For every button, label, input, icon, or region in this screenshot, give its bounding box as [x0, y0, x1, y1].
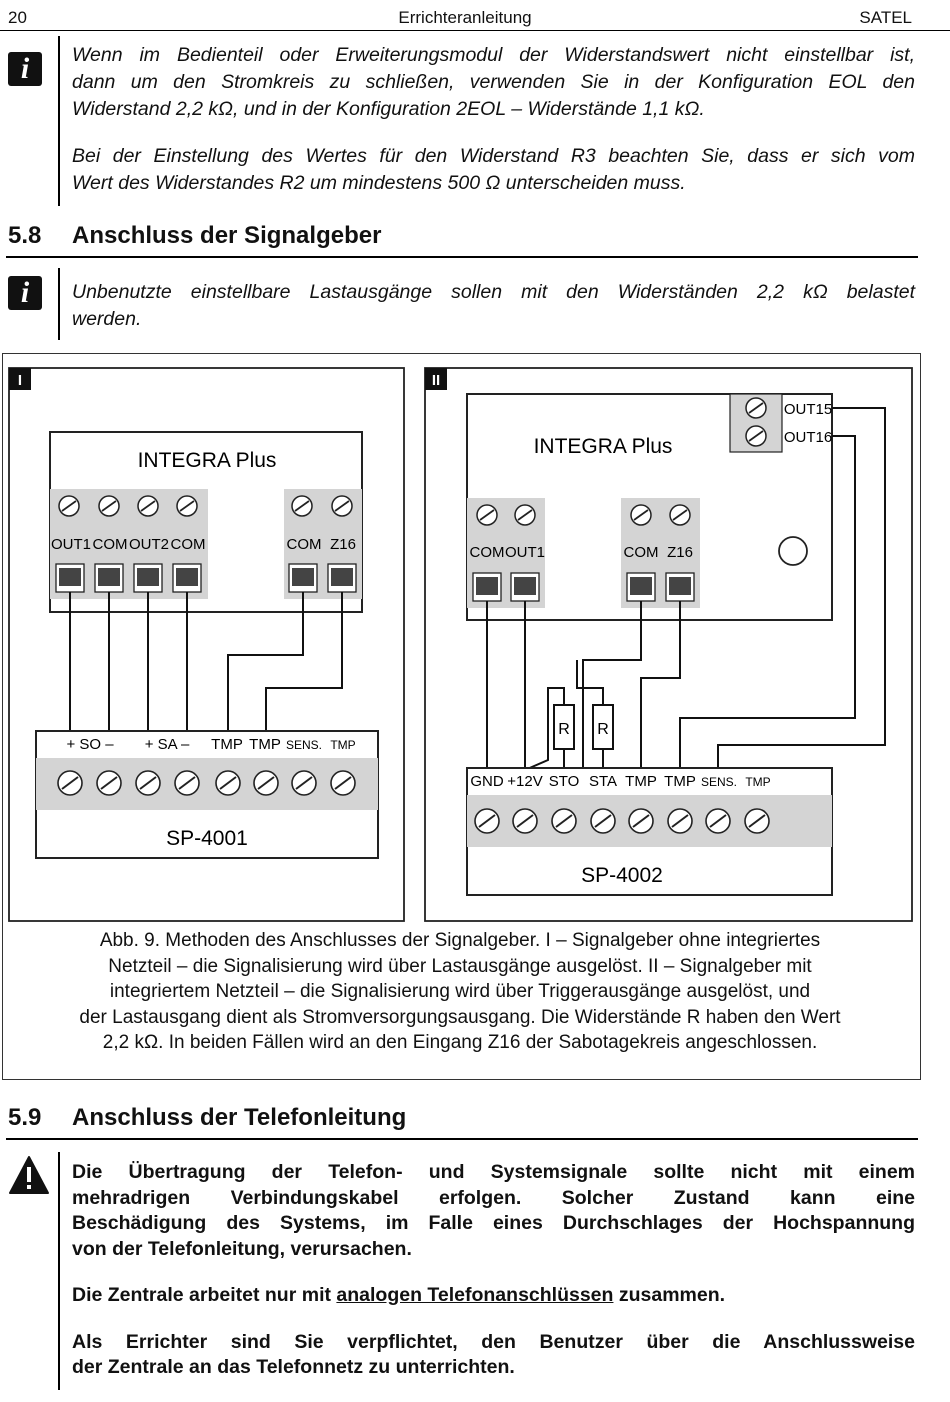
info-icon: i	[8, 52, 42, 86]
note-bar	[58, 36, 60, 206]
terminal-label: Z16	[330, 536, 356, 553]
board-title: INTEGRA Plus	[534, 435, 673, 458]
terminal-label: TMP	[664, 773, 696, 790]
note-line: Wert des Widerstandes R2 um mindestens 5…	[72, 172, 686, 194]
terminal-label: TMP	[330, 738, 355, 752]
info-icon: i	[8, 276, 42, 310]
page-header: 20 Errichteranleitung SATEL	[0, 4, 950, 31]
note-line: dann um den Stromkreis zu schließen, ver…	[72, 71, 915, 93]
brand-name: SATEL	[859, 8, 912, 27]
terminal-label: SENS.	[286, 738, 322, 752]
terminal-label: TMP	[745, 775, 770, 789]
figure-caption: Abb. 9. Methoden des Anschlusses der Sig…	[79, 930, 841, 1053]
terminal-label: +12V	[507, 773, 542, 790]
terminal-label: COM	[287, 536, 322, 553]
terminal-label: OUT2	[129, 536, 169, 553]
terminal-label: + SA –	[145, 736, 190, 753]
note-text: Wenn im Bedienteil oder Erweiterungsmodu…	[72, 42, 915, 197]
note-line: Bei der Einstellung des Wertes für den W…	[72, 145, 915, 167]
section-heading-5-9: 5.9 Anschluss der Telefonleitung	[6, 1102, 918, 1140]
terminal-label: Z16	[667, 544, 693, 561]
terminal-label: SENS.	[701, 775, 737, 789]
terminal-label: GND	[470, 773, 504, 790]
resistor-label: R	[597, 721, 609, 738]
terminal-label: OUT1	[505, 544, 545, 561]
resistor-label: R	[558, 721, 570, 738]
terminal-label: STO	[549, 773, 580, 790]
warning-bar	[58, 1152, 60, 1390]
terminal-label: COM	[93, 536, 128, 553]
note-line: Unbenutzte einstellbare Lastausgänge sol…	[72, 281, 915, 303]
siren-model: SP-4001	[166, 827, 248, 850]
analog-phone-link[interactable]: analogen Telefonanschlüssen	[336, 1284, 614, 1306]
page-number: 20	[8, 8, 27, 27]
panel-1-label: I	[18, 372, 22, 389]
board-title: INTEGRA Plus	[138, 449, 277, 472]
section-heading-5-8: 5.8 Anschluss der Signalgeber	[6, 220, 918, 258]
terminal-label: + SO –	[66, 736, 114, 753]
note-line: Widerstand 2,2 kΩ, und in der Konfigurat…	[72, 98, 705, 120]
note-bar	[58, 268, 60, 340]
siren-model: SP-4002	[581, 864, 663, 887]
terminal-label: COM	[171, 536, 206, 553]
note-line: Wenn im Bedienteil oder Erweiterungsmodu…	[72, 44, 915, 66]
terminal-label: COM	[624, 544, 659, 561]
terminal-label: STA	[589, 773, 617, 790]
document-title: Errichteranleitung	[398, 8, 532, 27]
terminal-label: OUT1	[51, 536, 91, 553]
note-text: Unbenutzte einstellbare Lastausgänge sol…	[72, 279, 915, 333]
figure-frame	[2, 353, 921, 1080]
warning-icon	[9, 1156, 49, 1194]
note-line: werden.	[72, 308, 142, 330]
out-label: OUT16	[784, 429, 832, 446]
warning-text: Die Übertragung der Telefon- und Systems…	[72, 1161, 915, 1378]
terminal-label: TMP	[625, 773, 657, 790]
panel-2-label: II	[432, 372, 440, 389]
terminal-label: TMP	[211, 736, 243, 753]
out-label: OUT15	[784, 401, 832, 418]
terminal-label: COM	[470, 544, 505, 561]
terminal-label: TMP	[249, 736, 281, 753]
